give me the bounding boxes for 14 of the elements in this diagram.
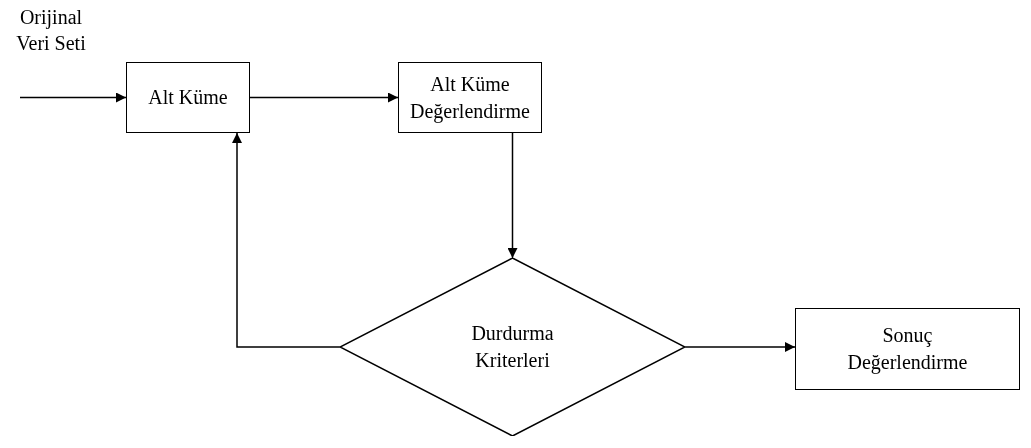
node-label: Alt Küme Değerlendirme: [409, 71, 531, 125]
process-box: [398, 62, 542, 133]
input-label: Orijinal Veri Seti: [15, 5, 87, 56]
arrow: [249, 92, 399, 103]
node-label: Durdurma Kriterleri: [470, 321, 555, 373]
node-label: Sonuç Değerlendirme: [846, 323, 969, 376]
arrow: [19, 92, 127, 103]
process-box: [795, 308, 1020, 390]
arrow: [507, 132, 518, 259]
node-label: Alt Küme: [148, 85, 228, 110]
arrow: [232, 132, 341, 348]
process-box: [126, 62, 250, 133]
arrow: [684, 342, 796, 352]
decision-diamond: [340, 258, 685, 436]
